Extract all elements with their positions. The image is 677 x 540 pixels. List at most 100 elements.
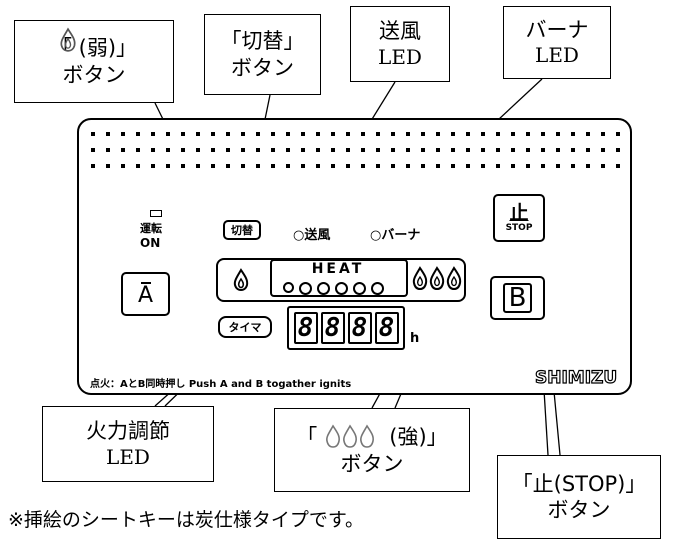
vent-hole: [136, 132, 140, 136]
vent-hole: [526, 148, 530, 152]
fire-led-5: [353, 282, 366, 295]
vent-hole: [136, 164, 140, 168]
fire-led-4: [335, 282, 348, 295]
vent-hole: [571, 148, 575, 152]
vent-hole: [556, 164, 560, 168]
vent-hole: [361, 132, 365, 136]
burner-led-label: ○バーナ: [370, 228, 421, 243]
vent-hole: [481, 148, 485, 152]
vent-hole: [511, 132, 515, 136]
vent-hole: [391, 148, 395, 152]
callout-burner-led: バーナ LED: [503, 6, 611, 79]
vent-hole: [406, 148, 410, 152]
vent-hole: [496, 132, 500, 136]
vent-hole: [91, 148, 95, 152]
strong-flame-button[interactable]: [411, 262, 463, 296]
vent-hole: [391, 132, 395, 136]
vent-hole: [151, 132, 155, 136]
vent-hole: [181, 132, 185, 136]
vent-hole: [106, 132, 110, 136]
vent-hole: [481, 132, 485, 136]
vent-hole: [211, 132, 215, 136]
vent-hole: [91, 132, 95, 136]
vent-hole: [451, 164, 455, 168]
vent-hole: [196, 148, 200, 152]
callout-firepower-line2: LED: [106, 444, 150, 469]
switch-button[interactable]: 切替: [223, 220, 261, 240]
fire-power-leds: [283, 282, 384, 295]
vent-hole: [91, 164, 95, 168]
triple-flame-icon: [412, 266, 462, 291]
callout-weak-button: 「 (弱)」 ボタン: [14, 20, 174, 103]
vent-hole: [181, 148, 185, 152]
vent-hole: [511, 164, 515, 168]
vent-hole: [541, 164, 545, 168]
vent-hole: [106, 148, 110, 152]
vent-hole: [451, 132, 455, 136]
timer-button[interactable]: タイマ: [218, 316, 272, 338]
vent-hole: [256, 132, 260, 136]
vent-hole: [241, 148, 245, 152]
a-key-label: A: [137, 282, 154, 308]
vent-hole: [106, 164, 110, 168]
vent-hole: [421, 132, 425, 136]
vent-holes: [91, 132, 620, 168]
callout-firepower-line1: 火力調節: [86, 419, 170, 444]
b-key-button[interactable]: B: [490, 276, 545, 320]
switch-button-label: 切替: [231, 224, 253, 237]
b-key-label: B: [502, 283, 533, 313]
vent-hole: [421, 148, 425, 152]
vent-hole: [271, 148, 275, 152]
callout-switch-button: 「切替」 ボタン: [204, 14, 321, 95]
vent-hole: [226, 132, 230, 136]
vent-hole: [286, 164, 290, 168]
fire-led-1: [283, 282, 294, 293]
footnote: ※挿絵のシートキーは炭仕様タイプです。: [8, 509, 365, 531]
stop-button[interactable]: 止 STOP: [493, 194, 545, 242]
fire-led-2: [299, 282, 312, 295]
display-suffix: h: [410, 331, 420, 346]
vent-hole: [451, 148, 455, 152]
vent-hole: [616, 132, 620, 136]
a-key-button[interactable]: A: [121, 272, 170, 316]
ignition-instruction: 点火：AとB同時押し Push A and B togather ignits: [90, 379, 352, 390]
vent-hole: [526, 132, 530, 136]
vent-hole: [436, 132, 440, 136]
callout-burner-line2: LED: [535, 43, 579, 68]
vent-hole: [256, 148, 260, 152]
callout-fan-led: 送風 LED: [350, 6, 450, 82]
vent-hole: [406, 164, 410, 168]
vent-hole: [556, 148, 560, 152]
vent-hole: [166, 164, 170, 168]
heat-led-box: [270, 259, 408, 297]
fire-led-3: [317, 282, 330, 295]
vent-hole: [466, 132, 470, 136]
vent-hole: [316, 132, 320, 136]
vent-hole: [121, 148, 125, 152]
vent-hole: [256, 164, 260, 168]
vent-hole: [121, 164, 125, 168]
vent-hole: [151, 164, 155, 168]
vent-hole: [316, 164, 320, 168]
vent-hole: [316, 148, 320, 152]
run-on-label-2: ON: [140, 236, 161, 250]
vent-hole: [331, 164, 335, 168]
vent-hole: [166, 148, 170, 152]
vent-hole: [391, 164, 395, 168]
vent-hole: [166, 132, 170, 136]
brand-logo: SHIMIZU: [534, 367, 618, 388]
weak-flame-button[interactable]: [225, 266, 257, 294]
vent-hole: [601, 132, 605, 136]
callout-weak-flame-icon: [60, 27, 76, 52]
vent-hole: [616, 164, 620, 168]
fan-led-label: ○送風: [293, 228, 331, 243]
callout-strong-line1: 「 (強)」: [296, 423, 448, 451]
vent-hole: [286, 132, 290, 136]
vent-hole: [571, 132, 575, 136]
single-flame-icon: [233, 268, 249, 292]
vent-hole: [601, 148, 605, 152]
vent-hole: [331, 132, 335, 136]
vent-hole: [616, 148, 620, 152]
callout-fan-line1: 送風: [379, 19, 421, 44]
